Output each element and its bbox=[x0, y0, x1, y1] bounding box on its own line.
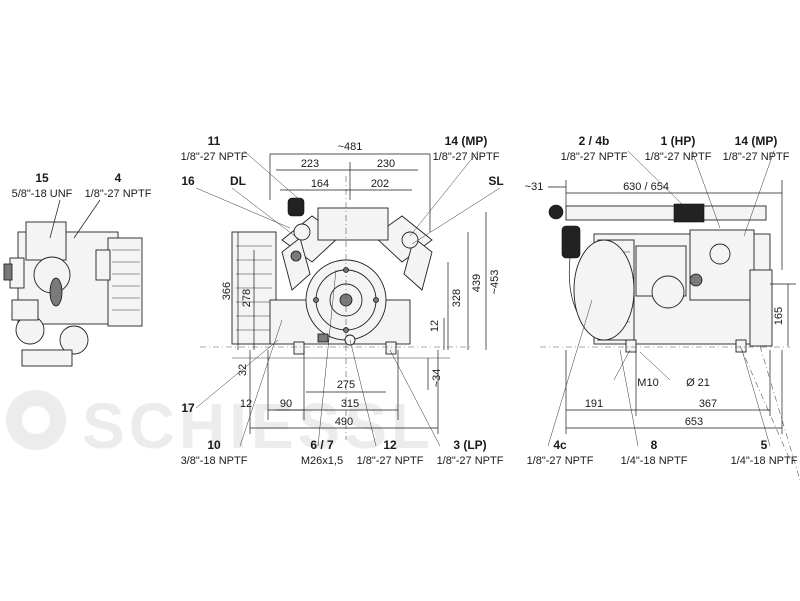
callout-4c-spec: 1/8"-27 NPTF bbox=[527, 455, 594, 467]
callout-2-4b-number: 2 / 4b bbox=[579, 134, 610, 148]
watermark-text: SCHIESSL bbox=[82, 390, 434, 462]
dim-315: 315 bbox=[341, 398, 359, 410]
dim-453: ~453 bbox=[489, 270, 501, 295]
callout-8-spec: 1/4"-18 NPTF bbox=[621, 455, 688, 467]
dim-328: 328 bbox=[451, 289, 463, 307]
callout-6-7-spec: M26x1,5 bbox=[301, 455, 343, 467]
callout-17-number: 17 bbox=[181, 401, 195, 415]
callout-1hp-spec: 1/8"-27 NPTF bbox=[645, 151, 712, 163]
callout-4-spec: 1/8"-27 NPTF bbox=[85, 188, 152, 200]
callout-14mp-front-spec: 1/8"-27 NPTF bbox=[433, 151, 500, 163]
dim-275: 275 bbox=[337, 379, 355, 391]
dim-367: 367 bbox=[699, 398, 717, 410]
dim-230: 230 bbox=[377, 158, 395, 170]
dim-165: 165 bbox=[773, 307, 785, 325]
dim-164: 164 bbox=[311, 178, 329, 190]
dim-490: 490 bbox=[335, 416, 353, 428]
dim-32: 32 bbox=[237, 364, 249, 376]
watermark: SCHIESSL bbox=[6, 390, 434, 462]
dim-439: 439 bbox=[471, 274, 483, 292]
dim-223: 223 bbox=[301, 158, 319, 170]
callout-12-spec: 1/8"-27 NPTF bbox=[357, 455, 424, 467]
dim-366: 366 bbox=[221, 282, 233, 300]
front-view bbox=[200, 176, 470, 440]
dim-278: 278 bbox=[241, 289, 253, 307]
dim-630-654: 630 / 654 bbox=[623, 181, 669, 193]
side-view bbox=[540, 203, 800, 481]
dim-31: ~31 bbox=[525, 181, 544, 193]
side-dimension-lines bbox=[548, 180, 796, 434]
callout-5-number: 5 bbox=[761, 438, 768, 452]
callout-8-number: 8 bbox=[651, 438, 658, 452]
callout-15-number: 15 bbox=[35, 171, 49, 185]
callout-5-spec: 1/4"-18 NPTF bbox=[731, 455, 798, 467]
callout-14mp-front-number: 14 (MP) bbox=[445, 134, 488, 148]
dim-481: ~481 bbox=[338, 141, 363, 153]
callout-3lp-number: 3 (LP) bbox=[453, 438, 486, 452]
dim-12-horizontal: 12 bbox=[240, 398, 252, 410]
dim-diameter-21: Ø 21 bbox=[686, 377, 710, 389]
callout-14mp-side-spec: 1/8"-27 NPTF bbox=[723, 151, 790, 163]
side-leader-lines bbox=[547, 150, 775, 447]
callout-4-number: 4 bbox=[115, 171, 122, 185]
dim-191: 191 bbox=[585, 398, 603, 410]
callout-16-number: 16 bbox=[181, 174, 195, 188]
callout-2-4b-spec: 1/8"-27 NPTF bbox=[561, 151, 628, 163]
callout-6-7-number: 6 / 7 bbox=[310, 438, 334, 452]
callout-12-number: 12 bbox=[383, 438, 397, 452]
front-leader-lines bbox=[195, 150, 501, 447]
dim-12-vertical: 12 bbox=[429, 320, 441, 332]
callout-15-spec: 5/8"-18 UNF bbox=[12, 188, 73, 200]
callout-1hp-number: 1 (HP) bbox=[661, 134, 696, 148]
callout-14mp-side-number: 14 (MP) bbox=[735, 134, 778, 148]
front-dimension-lines bbox=[237, 153, 487, 434]
callout-4c-number: 4c bbox=[553, 438, 567, 452]
dim-m10: M10 bbox=[637, 377, 658, 389]
callout-dl-label: DL bbox=[230, 174, 246, 188]
callout-11-spec: 1/8"-27 NPTF bbox=[181, 151, 248, 163]
callout-11-number: 11 bbox=[208, 134, 221, 148]
dim-653: 653 bbox=[685, 416, 703, 428]
callout-3lp-spec: 1/8"-27 NPTF bbox=[437, 455, 504, 467]
dim-202: 202 bbox=[371, 178, 389, 190]
dim-90: 90 bbox=[280, 398, 292, 410]
dim-34: ~34 bbox=[431, 369, 443, 388]
callout-10-number: 10 bbox=[207, 438, 221, 452]
callout-sl-label: SL bbox=[488, 174, 503, 188]
callout-10-spec: 3/8"-18 NPTF bbox=[181, 455, 248, 467]
left-partial-view bbox=[3, 199, 143, 367]
